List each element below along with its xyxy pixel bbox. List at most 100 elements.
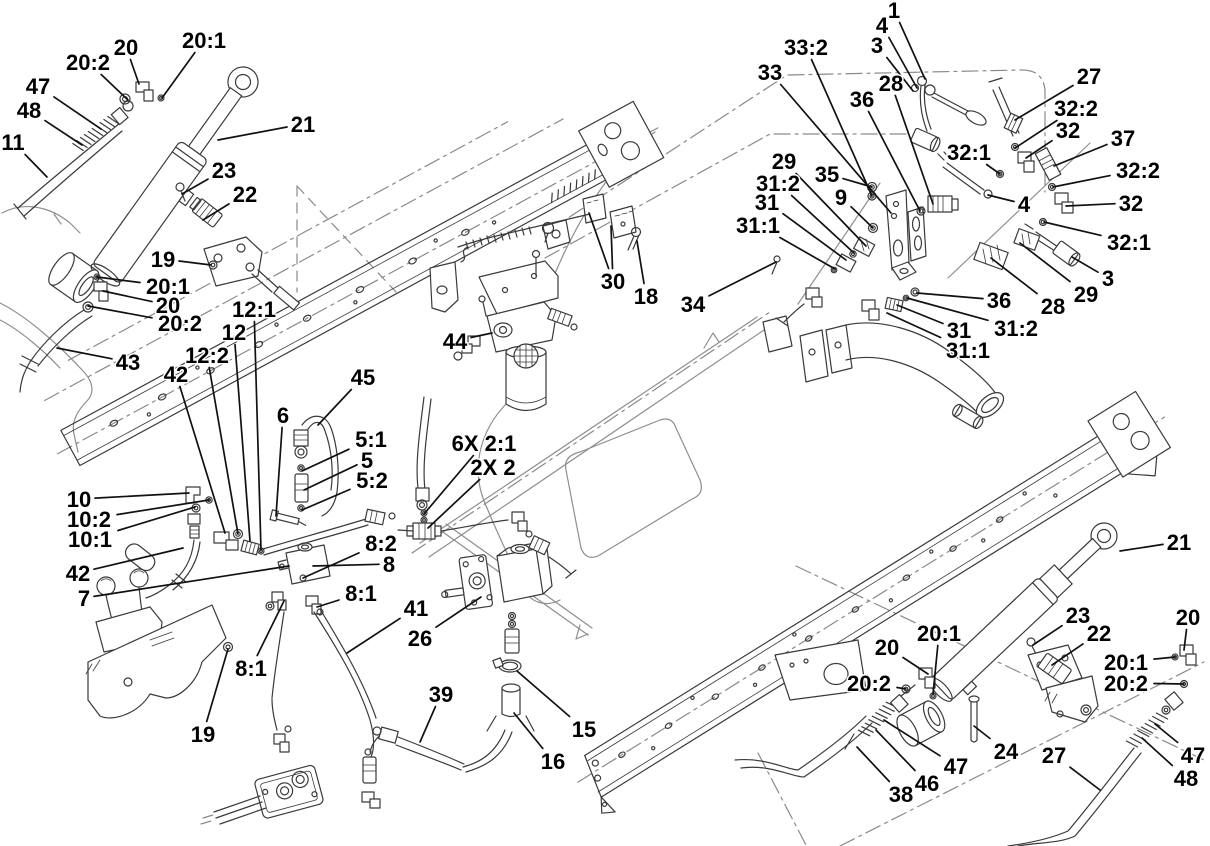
part-callout-32-55: 32 (1119, 191, 1143, 216)
part-callout-4-56: 4 (1018, 192, 1031, 217)
callout-leader-5:1 (301, 448, 350, 472)
callout-leader-32:1 (1043, 221, 1102, 237)
part-callout-47-0: 47 (26, 74, 50, 99)
part-callout-29-59: 29 (1074, 282, 1098, 307)
part-callout-48-1: 48 (17, 98, 41, 123)
part-callout-6-19: 6 (277, 403, 289, 428)
part-callout-4-43: 4 (876, 13, 889, 38)
part-callout-31:1-64: 31:1 (946, 338, 990, 363)
part-callout-31:1-68: 31:1 (736, 213, 780, 238)
part-callout-38-84: 38 (889, 782, 913, 807)
hydraulic-hose-43 (19, 273, 109, 393)
part-callout-27-49: 27 (1077, 64, 1101, 89)
coil-tick (1155, 712, 1169, 720)
part-callout-3-58: 3 (1102, 266, 1114, 291)
part-callout-20-11: 20 (156, 293, 180, 318)
callout-leader-2X 2 (427, 478, 481, 529)
part-callout-20:2-79: 20:2 (1104, 671, 1148, 696)
part-callout-33:2-45: 33:2 (784, 35, 828, 60)
bottom-valve-assembly (200, 698, 465, 825)
callout-leader-31:2 (906, 297, 989, 322)
part-callout-19-9: 19 (151, 247, 175, 272)
part-callout-31-63: 31 (947, 318, 971, 343)
callout-leader-24 (973, 725, 991, 740)
part-callout-42-26: 42 (66, 561, 90, 586)
part-callout-30-39: 30 (601, 269, 625, 294)
part-callout-10:2-24: 10:2 (67, 507, 111, 532)
callout-leader-18 (636, 240, 645, 285)
part-callout-20-4: 20 (114, 35, 138, 60)
callout-leader-27 (1069, 766, 1101, 791)
coil-tick (1129, 736, 1142, 745)
callout-leader-34 (708, 261, 777, 297)
part-callout-33-46: 33 (758, 60, 782, 85)
callout-leader-32 (1065, 202, 1116, 207)
part-callout-27-81: 27 (1042, 743, 1066, 768)
lift-cylinder-right (734, 522, 1197, 846)
coil-tick (1144, 722, 1157, 731)
coil-tick (79, 136, 92, 146)
part-callout-46-83: 46 (915, 771, 939, 796)
callout-leader-31:1 (779, 236, 836, 270)
part-callout-28-60: 28 (1041, 294, 1065, 319)
part-callout-23-72: 23 (1066, 603, 1090, 628)
callout-leader-16 (513, 712, 544, 750)
hydraulic-hose-11 (13, 100, 134, 220)
callout-leader-31:1 (886, 312, 942, 339)
callout-leader-26 (435, 596, 482, 629)
damper-bracket-left (175, 182, 301, 311)
coil-tick (83, 133, 96, 143)
tee-fitting-2 (397, 396, 509, 540)
bracket-33-fitting-chain (775, 181, 959, 327)
coil-tick (1148, 719, 1161, 727)
part-callout-9-70: 9 (835, 185, 847, 210)
part-callout-39-35: 39 (429, 682, 453, 707)
callout-leader-31 (782, 212, 847, 261)
callout-leader-44 (470, 332, 493, 339)
part-callout-45-18: 45 (351, 365, 375, 390)
callout-leader-42 (179, 385, 226, 534)
coil-tick (72, 142, 84, 152)
callout-leader-8 (312, 563, 380, 567)
upper-frame-rail (43, 100, 665, 467)
bolt-18 (627, 226, 642, 251)
callout-leader-20 (1183, 628, 1188, 651)
part-callout-20:1-10: 20:1 (146, 274, 190, 299)
part-callout-42-14: 42 (164, 362, 188, 387)
callout-leader-6X 2:1 (423, 454, 475, 515)
lower-frame-rail (577, 390, 1171, 814)
callout-leader-47 (883, 719, 941, 757)
part-callout-32:1-57: 32:1 (1107, 230, 1151, 255)
part-callout-32:2-50: 32:2 (1054, 96, 1098, 121)
callout-leader-21 (217, 126, 288, 141)
part-callout-10-23: 10 (67, 487, 91, 512)
callout-leader-36 (916, 292, 984, 300)
part-callout-8:2-27: 8:2 (365, 531, 397, 556)
callout-leader-38 (856, 746, 891, 783)
part-callout-20-77: 20 (1176, 605, 1200, 630)
part-callout-37-52: 37 (1111, 126, 1135, 151)
callout-leader-20 (902, 656, 929, 675)
tank-neck-fittings (861, 287, 920, 321)
callout-leader-20:2 (100, 73, 129, 101)
callout-leader-20:2 (1153, 682, 1185, 685)
rail-bracket (429, 261, 459, 313)
part-callout-36-47: 36 (850, 87, 874, 112)
coil-tick (1152, 715, 1165, 724)
part-callout-21-71: 21 (1167, 530, 1191, 555)
callout-leader-19 (178, 260, 212, 266)
top-linkage-rods (910, 75, 1081, 267)
callout-leader-10 (94, 492, 190, 499)
coil-tick (861, 726, 874, 733)
part-callout-20:2-12: 20:2 (158, 311, 202, 336)
callout-leader-20:1 (1153, 656, 1176, 660)
callout-leader-12:1 (253, 320, 262, 551)
part-callout-16-37: 16 (541, 749, 565, 774)
part-callout-5:2-22: 5:2 (356, 468, 388, 493)
part-callout-10:1-25: 10:1 (68, 527, 112, 552)
part-callout-47-85: 47 (1181, 743, 1205, 768)
callout-leader-29 (1019, 242, 1071, 283)
part-callout-12-16: 12 (222, 320, 246, 345)
coil-tick (864, 722, 878, 730)
